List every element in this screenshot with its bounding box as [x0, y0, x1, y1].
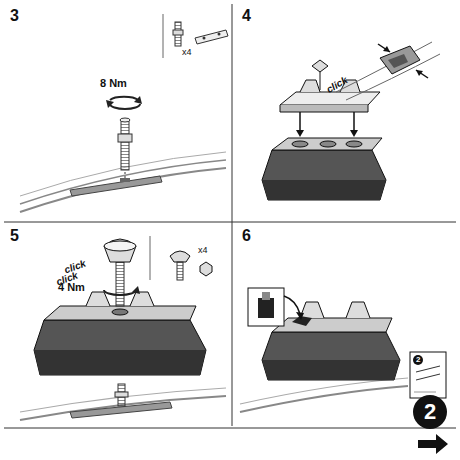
page-number-badge: 2 — [413, 395, 447, 429]
step4-illustration — [262, 42, 440, 200]
quantity-label: x4 — [182, 48, 192, 57]
page-number: 2 — [424, 401, 436, 423]
torque-value: 8 Nm — [100, 78, 127, 89]
booklet-number: 2 — [416, 356, 420, 364]
quantity-label: x4 — [198, 246, 208, 255]
panel-grid — [4, 4, 456, 428]
step-number: 6 — [242, 228, 251, 244]
step-number: 5 — [10, 228, 19, 244]
step-number: 4 — [242, 8, 251, 24]
step-number: 3 — [10, 8, 19, 24]
step5-illustration — [20, 236, 226, 420]
step3-illustration — [20, 14, 228, 212]
step6-illustration — [240, 288, 448, 454]
